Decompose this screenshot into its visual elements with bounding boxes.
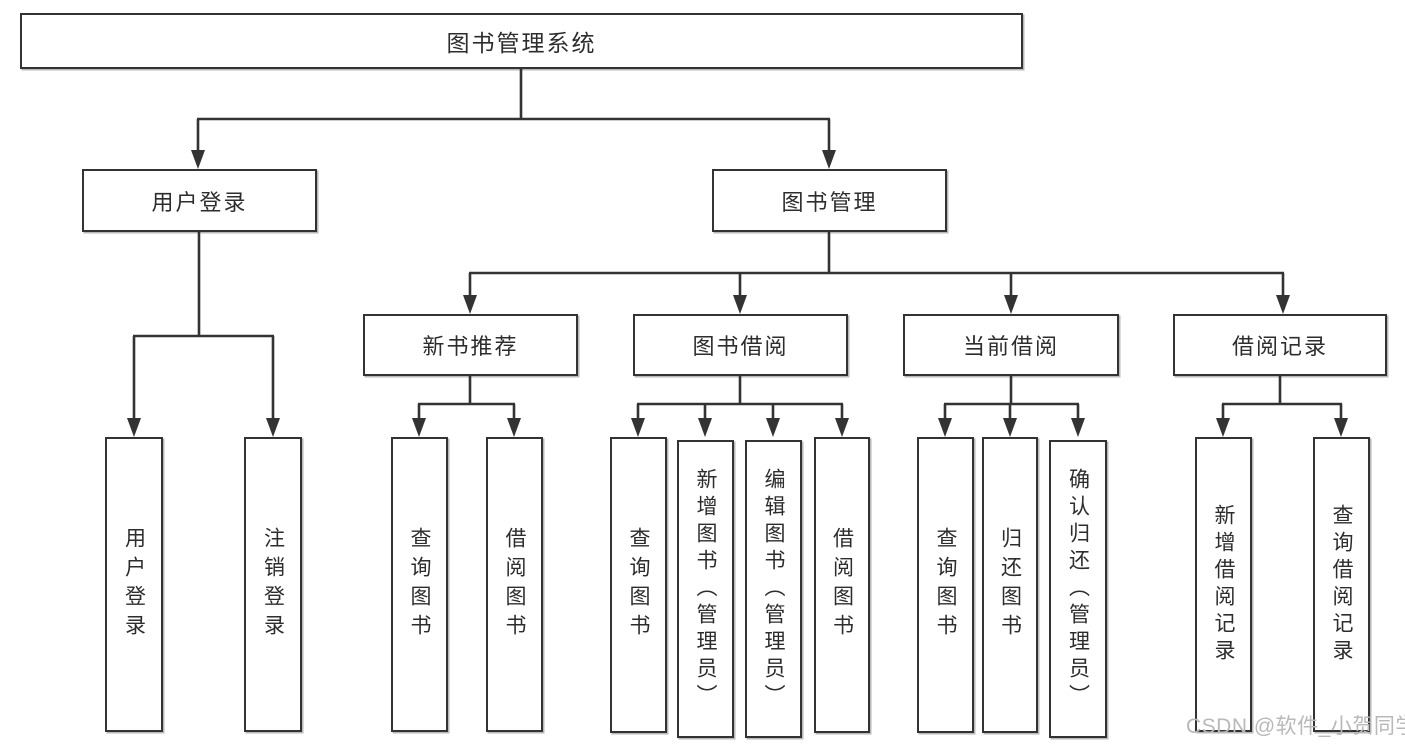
leaf-bb-borrow-books: 借阅图书 [814,437,870,733]
csdn-watermark: CSDN @软件_小贺同学 [1186,715,1405,738]
leaf-logout: 注销登录 [244,437,302,732]
node-book-borrowing: 图书借阅 [633,314,848,376]
node-current-borrowing: 当前借阅 [903,314,1119,376]
node-book-management: 图书管理 [712,169,947,232]
node-library-management-system: 图书管理系统 [20,13,1023,69]
leaf-rec-query-books: 查询图书 [391,437,448,732]
leaf-cb-query-books: 查询图书 [917,437,974,733]
node-new-book-recommendation: 新书推荐 [363,314,578,376]
leaf-bb-add-books-admin: 新增图书（管理员） [677,440,734,738]
leaf-user-login: 用户登录 [105,437,163,732]
leaf-cb-return-books: 归还图书 [982,437,1038,733]
node-borrowing-records: 借阅记录 [1173,314,1387,376]
leaf-cb-confirm-return-admin: 确认归还（管理员） [1049,440,1107,738]
arrowheads [127,150,1348,437]
node-user-login: 用户登录 [82,169,317,232]
leaf-br-add-record: 新增借阅记录 [1195,437,1252,732]
leaf-rec-borrow-books: 借阅图书 [486,437,543,732]
leaf-bb-query-books: 查询图书 [610,437,667,733]
leaf-bb-edit-books-admin: 编辑图书（管理员） [745,440,802,738]
tree-edges [132,69,1343,421]
leaf-br-query-record: 查询借阅记录 [1313,437,1370,732]
